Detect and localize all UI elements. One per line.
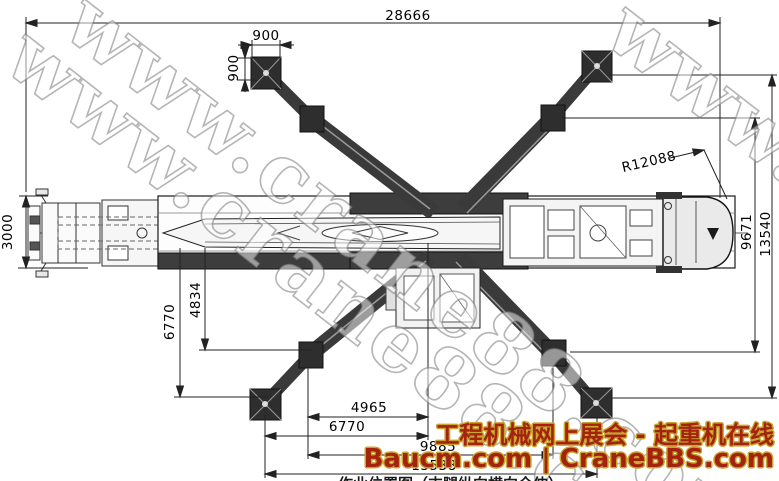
footer-site-title: 工程机械网上展会 - 起重机在线 bbox=[435, 421, 774, 449]
counterweight bbox=[656, 192, 734, 273]
outrigger-float-pads bbox=[249, 50, 613, 421]
dim-label-lateral-outer-span: 13540 bbox=[758, 211, 774, 257]
stored-jib-assembly bbox=[385, 267, 481, 329]
crane-top-view bbox=[27, 50, 748, 421]
carrier-front-cab bbox=[27, 188, 209, 278]
footer-site-domains: Baucm.com | CraneBBS.com bbox=[363, 444, 774, 474]
dimension-lines bbox=[18, 17, 777, 479]
dim-label-lateral-mid-span: 9671 bbox=[739, 213, 755, 251]
outrigger-pad-bottom-right bbox=[580, 387, 613, 419]
drawing-caption: 作业位置图（支腿纵向横向全伸） bbox=[338, 473, 563, 481]
dim-label-span-4965: 4965 bbox=[350, 400, 388, 416]
dim-label-centre-to-mid-pad: 4834 bbox=[188, 281, 204, 319]
dim-label-span-9885: 9885 bbox=[419, 439, 457, 455]
dim-label-total-span: 28666 bbox=[385, 8, 431, 24]
outrigger-pad-top-right bbox=[581, 50, 613, 83]
dim-label-pad-depth: 900 bbox=[226, 54, 242, 82]
outrigger-pad-top-left bbox=[250, 56, 282, 90]
boom bbox=[161, 216, 501, 250]
outrigger-pad-bottom-left bbox=[249, 388, 282, 421]
outrigger-joint-pads bbox=[298, 104, 567, 369]
dim-label-span-13538: 13538 bbox=[411, 458, 457, 474]
dim-label-centre-to-outer-pad: 6770 bbox=[162, 303, 178, 341]
tail-direction-mark bbox=[707, 228, 719, 240]
dim-label-pad-width: 900 bbox=[252, 28, 280, 44]
dim-label-vehicle-width: 3000 bbox=[0, 213, 16, 251]
dim-label-span-6770: 6770 bbox=[328, 419, 366, 435]
superstructure bbox=[502, 198, 664, 267]
